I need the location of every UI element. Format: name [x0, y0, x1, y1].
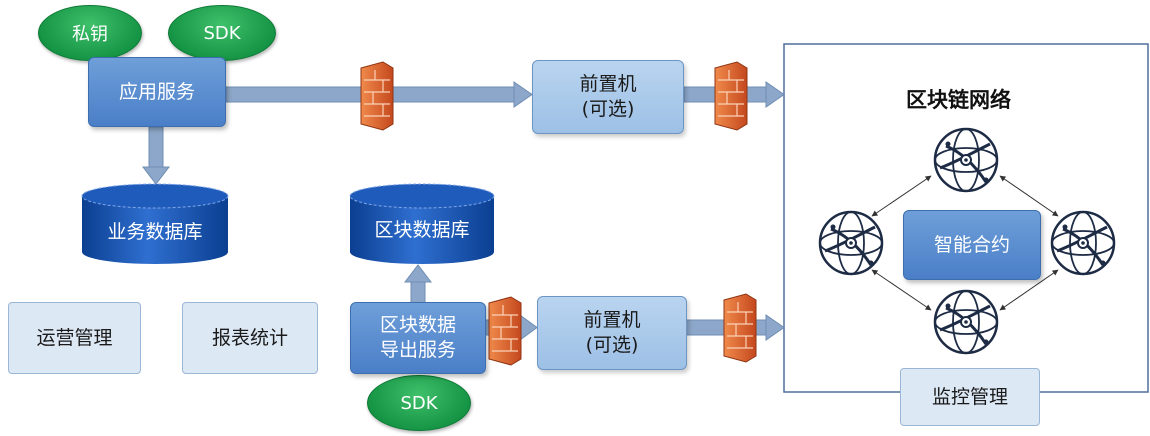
firewall-icon	[360, 61, 394, 131]
front-machine-bottom-box: 前置机 (可选)	[537, 296, 687, 370]
sdk-bottom-label: SDK	[400, 392, 438, 414]
sdk-top-label: SDK	[203, 22, 241, 44]
globe-node-icon	[818, 210, 884, 276]
private-key-label: 私钥	[72, 24, 108, 45]
firewall-icon	[714, 61, 748, 131]
chain-export-service-box: 区块数据 导出服务	[350, 302, 486, 374]
smart-contract-label: 智能合约	[933, 233, 1010, 256]
app-service-box: 应用服务	[88, 57, 226, 127]
front-bottom-line1: 前置机	[583, 309, 641, 332]
firewall-icon	[488, 296, 522, 366]
app-service-label: 应用服务	[118, 80, 195, 103]
business-database-icon	[81, 183, 229, 264]
sdk-oval-top: SDK	[168, 5, 276, 61]
arrow-app-to-business-db	[141, 126, 171, 185]
private-key-oval: 私钥	[38, 5, 142, 61]
globe-node-icon	[933, 289, 999, 355]
globe-node-icon	[1050, 210, 1116, 276]
monitor-management-box: 监控管理	[900, 368, 1040, 426]
monitor-management-label: 监控管理	[931, 385, 1008, 408]
front-top-line1: 前置机	[579, 73, 637, 96]
chain-database-icon	[349, 183, 495, 264]
globe-node-icon	[933, 127, 999, 193]
report-stats-label: 报表统计	[211, 326, 288, 349]
node-connections	[871, 175, 1059, 311]
firewall-icon	[723, 293, 757, 363]
arrow-export-to-chain-db	[403, 264, 433, 305]
front-machine-top-box: 前置机 (可选)	[532, 60, 684, 134]
export-line1: 区块数据	[379, 314, 456, 337]
business-db-label: 业务数据库	[107, 220, 203, 243]
ops-management-label: 运营管理	[36, 326, 113, 349]
report-stats-box: 报表统计	[182, 302, 318, 374]
front-bottom-line2: (可选)	[585, 334, 639, 356]
front-top-line2: (可选)	[581, 98, 635, 120]
smart-contract-box: 智能合约	[903, 210, 1041, 280]
network-title: 区块链网络	[906, 88, 1011, 112]
ops-management-box: 运营管理	[8, 302, 141, 374]
chain-db-label: 区块数据库	[374, 218, 470, 241]
export-line2: 导出服务	[379, 339, 456, 361]
sdk-oval-bottom: SDK	[367, 375, 471, 431]
